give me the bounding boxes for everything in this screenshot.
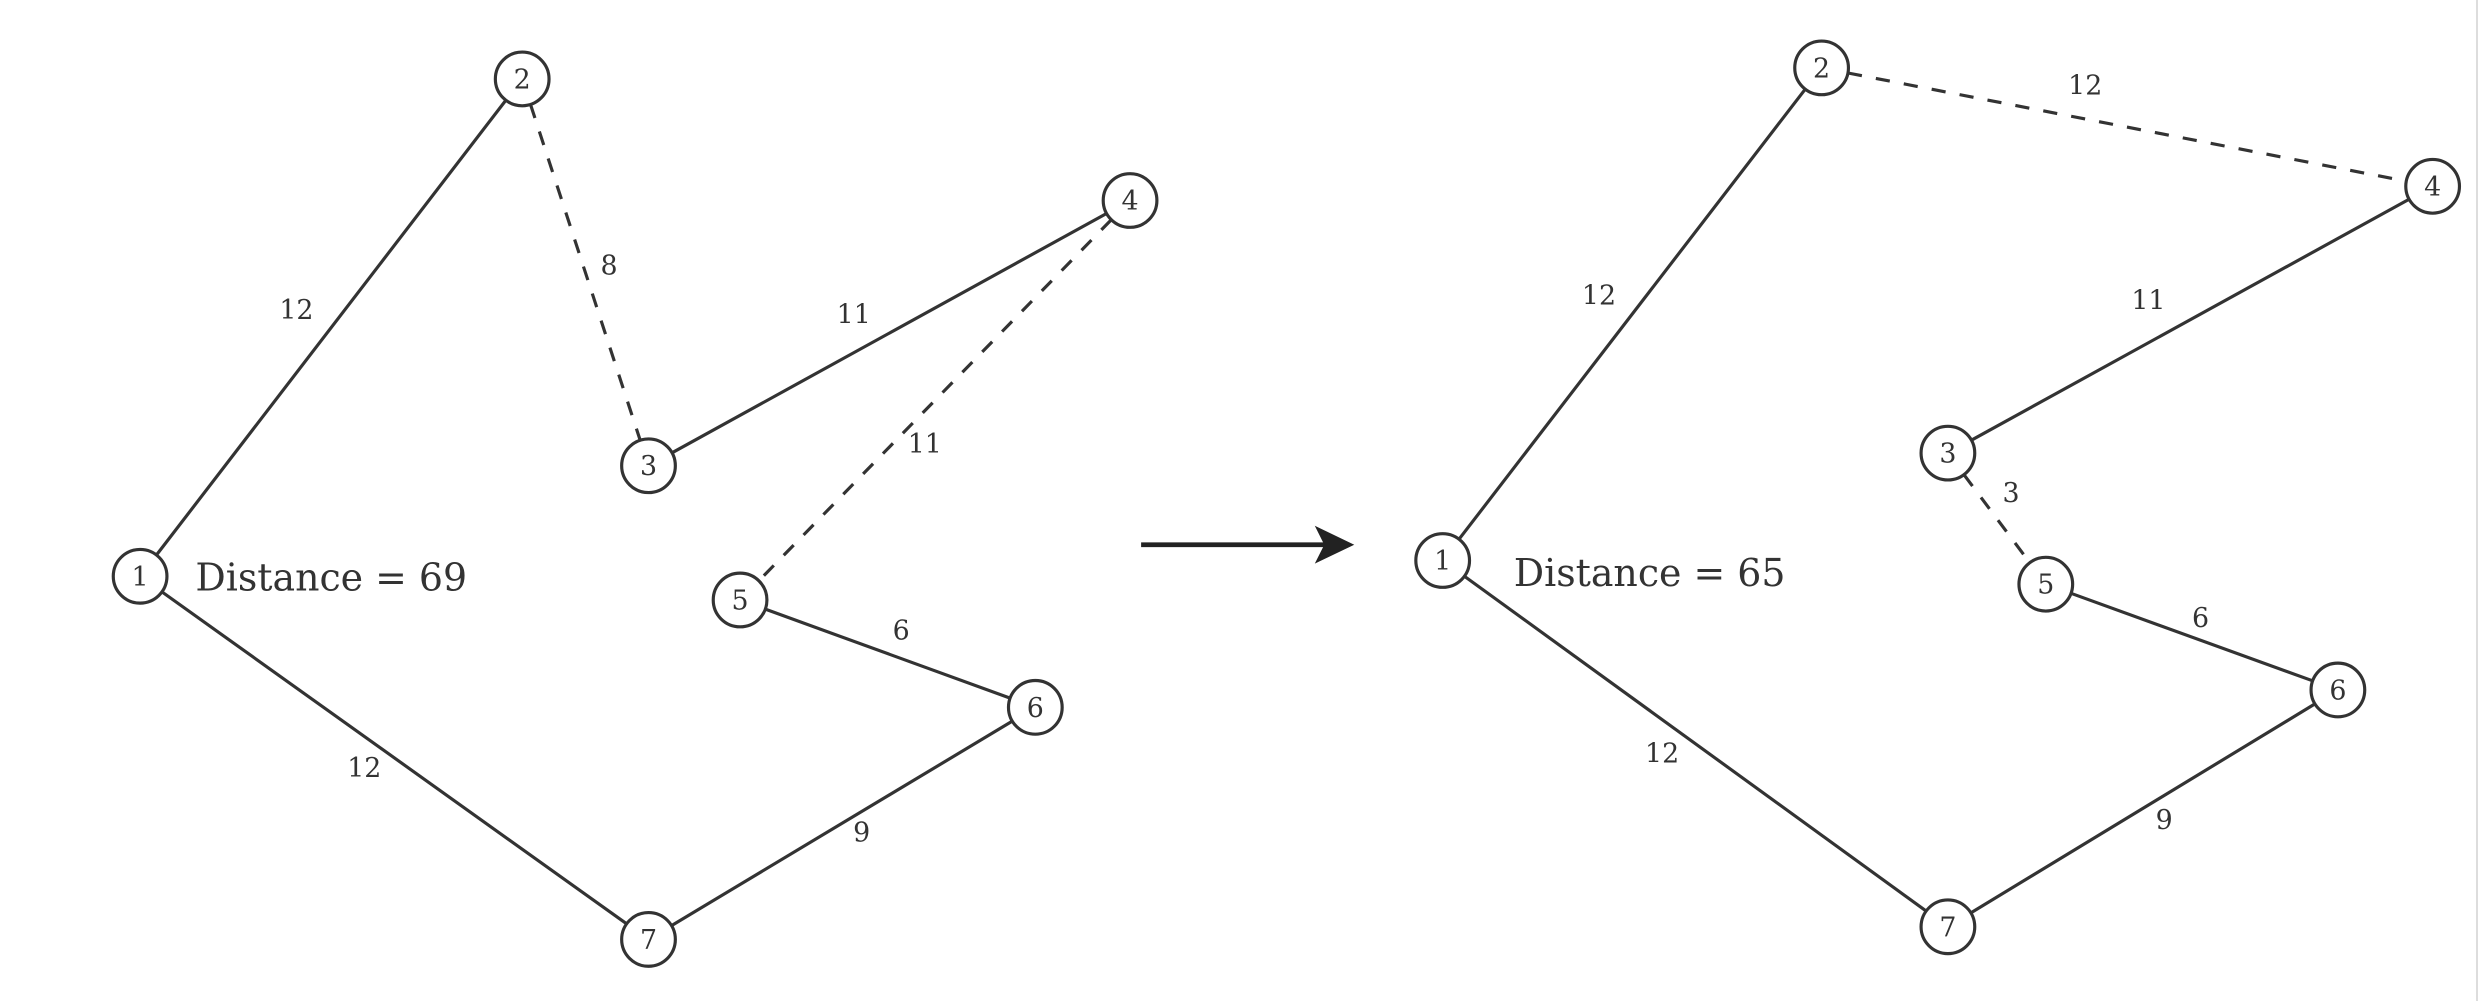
- node-6: 6: [1006, 678, 1064, 736]
- node-label: 4: [2424, 172, 2441, 203]
- node-circle: [2309, 661, 2367, 719]
- node-circle: [620, 911, 677, 968]
- edge-weight-label: 8: [600, 251, 617, 282]
- edge-6-7: [1970, 702, 2316, 915]
- node-circle: [1101, 172, 1159, 229]
- node-5: 5: [711, 571, 769, 629]
- edge-weight-label: 9: [853, 818, 870, 849]
- node-label: 2: [1813, 53, 1830, 84]
- node-5: 5: [2017, 555, 2075, 613]
- node-label: 7: [640, 925, 657, 956]
- edge-weight-label: 3: [2003, 478, 2020, 509]
- node-label: 2: [514, 64, 531, 95]
- node-4: 4: [2404, 157, 2462, 215]
- distance-before: Distance = 69: [195, 555, 467, 599]
- node-label: 4: [1122, 186, 1139, 217]
- node-label: 1: [132, 562, 149, 593]
- edge-weight-label: 9: [2156, 805, 2173, 836]
- node-circle: [1414, 532, 1472, 589]
- edge-5-6: [2070, 591, 2314, 683]
- edge-2-4: [1847, 71, 2407, 183]
- node-circle: [1919, 424, 1977, 482]
- node-4: 4: [1101, 172, 1159, 229]
- edge-5-6: [764, 607, 1011, 700]
- node-circle: [1919, 898, 1977, 956]
- node-label: 7: [1939, 912, 1956, 943]
- edge-weight-label: 11: [908, 429, 942, 460]
- node-circle: [2404, 157, 2462, 215]
- node-label: 5: [732, 585, 749, 616]
- node-1: 1: [111, 547, 169, 605]
- edge-6-7: [670, 719, 1014, 927]
- node-2: 2: [493, 50, 551, 108]
- edge-weight-label: 11: [2131, 285, 2165, 316]
- edge-weight-label: 12: [279, 295, 313, 326]
- node-6: 6: [2309, 661, 2367, 719]
- node-2: 2: [1793, 39, 1851, 97]
- edge-1-2: [1457, 88, 1807, 541]
- node-circle: [620, 437, 677, 495]
- edge-weight-label: 11: [837, 300, 871, 331]
- node-label: 6: [1027, 693, 1044, 724]
- node-circle: [1793, 39, 1851, 97]
- node-7: 7: [1919, 898, 1977, 956]
- node-label: 6: [2329, 675, 2346, 706]
- node-3: 3: [620, 437, 677, 495]
- node-label: 3: [1939, 439, 1956, 470]
- node-label: 3: [640, 451, 657, 482]
- edge-4-5: [757, 218, 1113, 582]
- distance-after: Distance = 65: [1514, 551, 1786, 595]
- node-1: 1: [1414, 532, 1472, 589]
- edge-weight-label: 12: [1582, 281, 1616, 312]
- edge-4-3: [1970, 197, 2410, 442]
- edge-3-4: [671, 212, 1108, 455]
- edge-weight-label: 12: [2068, 71, 2102, 102]
- node-7: 7: [620, 911, 677, 968]
- edge-7-1: [161, 590, 628, 926]
- node-circle: [711, 571, 769, 629]
- node-circle: [2017, 555, 2075, 613]
- node-circle: [1006, 678, 1064, 736]
- edge-1-2: [155, 99, 508, 556]
- edge-weight-label: 6: [893, 615, 910, 646]
- edge-weight-label: 12: [1645, 739, 1679, 770]
- node-circle: [111, 547, 169, 605]
- node-circle: [493, 50, 551, 108]
- node-3: 3: [1919, 424, 1977, 482]
- edge-weight-label: 12: [347, 753, 381, 784]
- edge-2-3: [529, 103, 642, 441]
- node-label: 5: [2037, 570, 2054, 601]
- node-label: 1: [1434, 546, 1451, 577]
- edge-7-1: [1463, 574, 1928, 913]
- edge-weight-label: 6: [2192, 603, 2209, 634]
- edge-3-5: [1962, 473, 2032, 564]
- right-border: [2476, 0, 2478, 1001]
- right-arrow-icon: [1141, 525, 1355, 564]
